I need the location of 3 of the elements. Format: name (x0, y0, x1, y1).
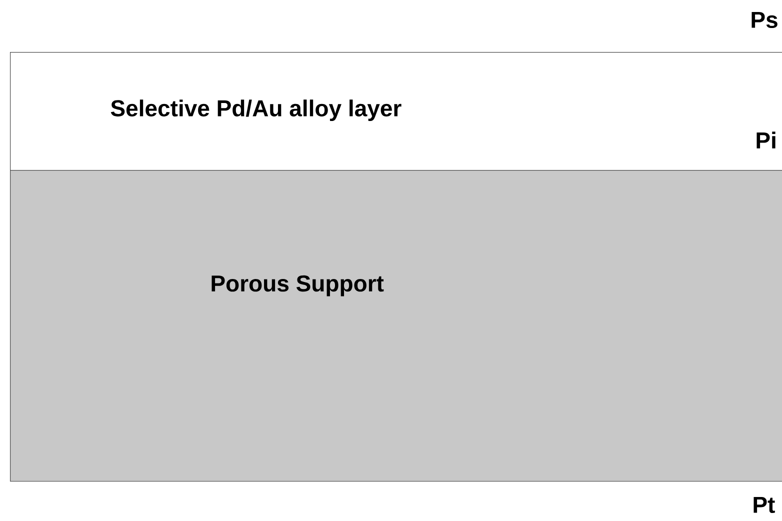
pressure-label: Ps (752, 12, 778, 28)
pressure-label: Pi (756, 132, 776, 148)
support-band: Porous Support (10, 170, 782, 482)
